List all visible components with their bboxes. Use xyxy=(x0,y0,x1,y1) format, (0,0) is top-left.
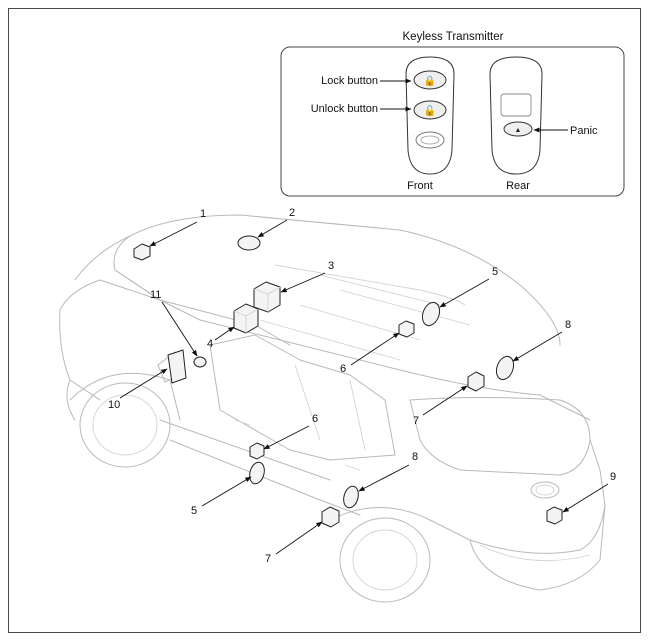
component-3 xyxy=(253,281,281,313)
panic-icon: ▲ xyxy=(515,127,522,134)
diagram-frame xyxy=(8,8,641,633)
brand-logo-icon xyxy=(415,131,445,149)
callout-4: 4 xyxy=(207,338,213,350)
component-6-lower xyxy=(249,442,265,460)
callout-11: 11 xyxy=(150,289,161,301)
callout-7-lower: 7 xyxy=(265,553,271,565)
component-2 xyxy=(237,235,261,251)
transmitter-title: Keyless Transmitter xyxy=(403,31,504,43)
rear-label: Rear xyxy=(506,180,530,192)
callout-10: 10 xyxy=(108,399,120,411)
lock-icon: 🔒 xyxy=(424,75,436,87)
fob-rear: ▲ xyxy=(489,56,543,175)
callout-5-upper: 5 xyxy=(492,266,498,278)
callout-7-upper: 7 xyxy=(413,415,419,427)
panic-button xyxy=(503,121,533,137)
callouts: 1 2 3 4 11 10 5 6 8 7 6 5 8 xyxy=(108,207,616,565)
callout-6-upper: 6 xyxy=(340,363,346,375)
lock-button xyxy=(413,70,447,90)
callout-3: 3 xyxy=(328,260,334,272)
keyless-transmitter-inset: Keyless Transmitter 🔒 🔓 Front ▲ Rear xyxy=(280,31,625,197)
panic-label: Panic xyxy=(570,125,598,137)
component-9 xyxy=(546,506,563,525)
callout-8-lower: 8 xyxy=(412,451,418,463)
lock-button-label: Lock button xyxy=(321,75,378,87)
callout-8-upper: 8 xyxy=(565,319,571,331)
fob-front: 🔒 🔓 xyxy=(405,56,455,175)
component-10 xyxy=(167,349,187,384)
components xyxy=(133,235,563,528)
component-5-upper xyxy=(421,301,441,327)
callout-9: 9 xyxy=(610,471,616,483)
front-label: Front xyxy=(407,180,433,192)
callout-5-lower: 5 xyxy=(191,505,197,517)
unlock-button xyxy=(413,100,447,120)
component-7-upper xyxy=(467,371,485,392)
component-8-lower xyxy=(343,485,359,509)
callout-1: 1 xyxy=(200,208,206,220)
callout-6-lower: 6 xyxy=(312,413,318,425)
callout-2: 2 xyxy=(289,207,295,219)
unlock-button-label: Unlock button xyxy=(311,103,378,115)
component-1 xyxy=(133,243,151,261)
component-6-upper xyxy=(398,320,415,338)
unlock-icon: 🔓 xyxy=(424,104,436,117)
component-7-lower xyxy=(321,506,340,528)
component-5-lower xyxy=(249,461,265,485)
component-8-upper xyxy=(495,355,515,381)
vehicle-outline xyxy=(59,214,606,603)
component-11 xyxy=(193,356,207,368)
